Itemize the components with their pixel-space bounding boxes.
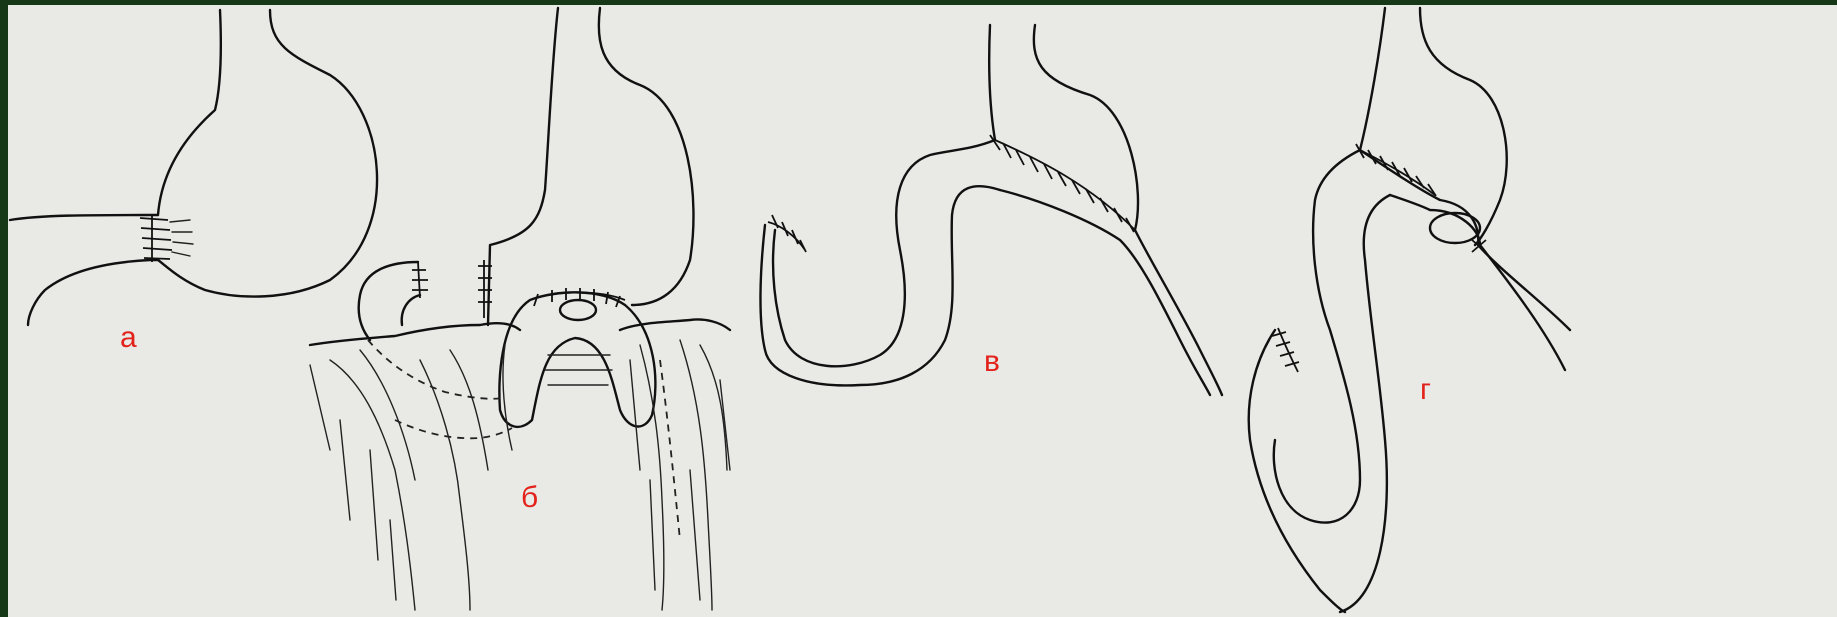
panel-a-stomach: [10, 10, 377, 325]
panel-b-loop: [310, 8, 730, 610]
label-panel-v: в: [984, 347, 1000, 377]
figure-canvas: а б в г: [8, 5, 1837, 617]
panel-v-loop: [760, 25, 1222, 395]
label-panel-a: а: [120, 323, 137, 353]
panel-g-loop: [1249, 8, 1570, 612]
suture-line-a: [140, 214, 172, 262]
suture-loop-g: [1272, 144, 1486, 372]
label-panel-g: г: [1420, 375, 1431, 405]
suture-stump-b: [412, 260, 492, 318]
label-panel-b: б: [521, 483, 538, 513]
surgical-diagram: [8, 5, 1837, 617]
